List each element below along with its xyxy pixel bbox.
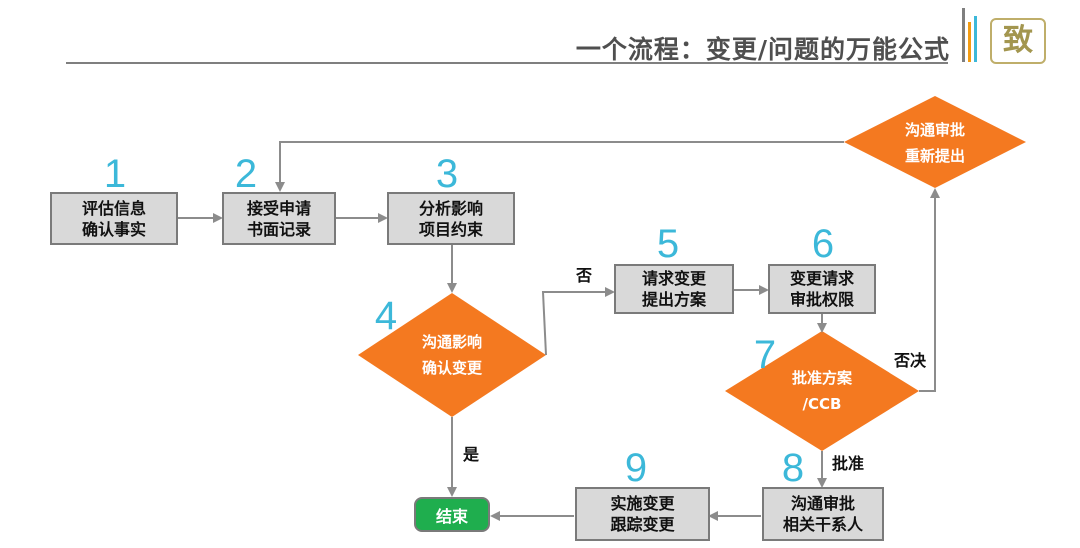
process-box-9: 实施变更 跟踪变更: [575, 487, 710, 541]
logo-icon: 致: [990, 18, 1046, 64]
box-label: 项目约束: [418, 219, 483, 239]
edge-label-approve: 批准: [832, 454, 865, 473]
box-label: 审批权限: [789, 290, 854, 309]
decision-label-7: 批准方案 /CCB: [762, 362, 882, 420]
process-box-5: 请求变更 提出方案: [614, 264, 734, 314]
edge-label-reject: 否决: [894, 351, 927, 370]
step-number-3: 3: [435, 152, 459, 196]
box-label: 跟踪变更: [610, 515, 675, 534]
box-label: 提出方案: [641, 290, 706, 309]
step-number-5: 5: [656, 222, 680, 266]
box-label: 请求变更: [641, 269, 706, 288]
accent-bar: [968, 22, 971, 62]
step-number-1: 1: [103, 152, 127, 196]
box-label: 沟通审批: [790, 494, 855, 513]
arrow-7-to-resubmit: [919, 188, 940, 392]
decision-text: 批准方案: [791, 369, 852, 387]
step-number-4: 4: [374, 294, 398, 338]
box-label: 相关干系人: [782, 515, 863, 534]
decision-diamond-4: [358, 293, 546, 417]
page-title: 一个流程：变更/问题的万能公式: [575, 35, 950, 64]
process-box-2: 接受申请 书面记录: [222, 192, 336, 245]
step-number-6: 6: [811, 222, 835, 266]
box-label: 接受申请: [246, 198, 311, 218]
step-number-8: 8: [781, 446, 805, 490]
box-label: 变更请求: [789, 269, 854, 288]
step-number-2: 2: [234, 152, 258, 196]
decision-diamond-resubmit: [844, 96, 1026, 188]
decision-label-4: 沟通影响 确认变更: [392, 325, 512, 385]
accent-bar: [962, 8, 965, 62]
process-box-1: 评估信息 确认事实: [50, 192, 178, 245]
box-label: 分析影响: [418, 198, 483, 218]
decision-text: 沟通影响: [421, 333, 482, 351]
box-label: 确认事实: [81, 219, 146, 239]
arrow-resubmit-to-2: [275, 141, 844, 192]
step-number-9: 9: [624, 446, 648, 490]
process-box-8: 沟通审批 相关干系人: [762, 487, 884, 541]
box-label: 评估信息: [81, 198, 146, 218]
decision-text: 沟通审批: [904, 121, 965, 139]
decision-text: /CCB: [802, 395, 842, 413]
box-label: 实施变更: [610, 494, 675, 513]
end-terminal: 结束: [414, 497, 490, 532]
edge-label-no: 否: [576, 266, 593, 285]
arrow-4-to-5: [541, 287, 615, 356]
process-box-6: 变更请求 审批权限: [768, 264, 876, 314]
decision-label-resubmit: 沟通审批 重新提出: [875, 114, 995, 172]
decision-text: 重新提出: [904, 147, 965, 165]
box-label: 书面记录: [246, 219, 311, 239]
title-underline: [66, 62, 948, 64]
process-box-3: 分析影响 项目约束: [387, 192, 515, 245]
step-number-7: 7: [753, 333, 777, 377]
accent-bar: [974, 16, 977, 62]
decision-text: 确认变更: [421, 359, 482, 377]
decision-diamond-7: [725, 331, 919, 451]
edge-label-yes: 是: [463, 445, 480, 464]
